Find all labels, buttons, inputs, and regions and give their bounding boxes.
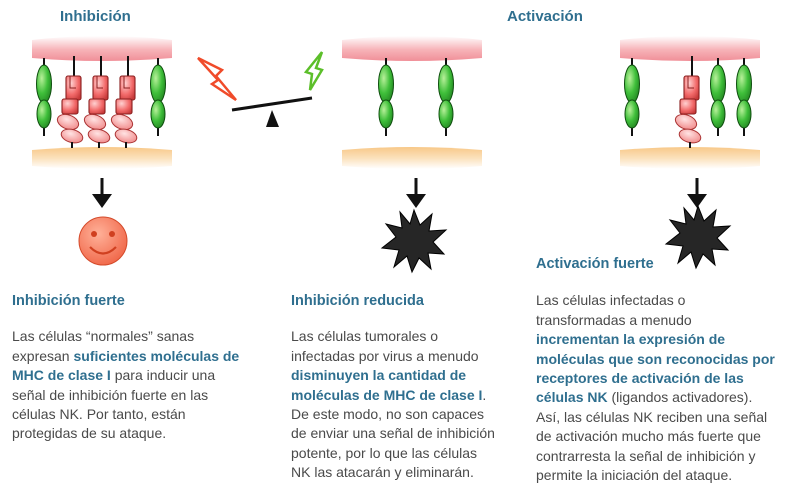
target-cell-membrane xyxy=(342,147,482,169)
target-cell-membrane xyxy=(32,147,172,169)
activating-receptor xyxy=(149,57,167,137)
nk-cell-membrane xyxy=(32,36,172,61)
body-text: (ligandos activadores). Así, las células… xyxy=(536,389,768,484)
nk-cell-membrane xyxy=(342,36,482,61)
body-text: Las células “normales” sanas expresan xyxy=(12,328,195,364)
panel-strong-inhibition: Inhibición fuerte Las células “normales”… xyxy=(12,292,240,444)
activating-receptor xyxy=(735,57,753,137)
body-text: para inducir una señal de inhibición fue… xyxy=(12,367,216,442)
inhibitory-receptor xyxy=(672,55,704,149)
lightning-bolt-icon xyxy=(303,51,324,91)
activating-receptor xyxy=(377,57,395,137)
panel-body: Las células infectadas o transformadas a… xyxy=(536,291,776,485)
inhibitory-receptor xyxy=(81,55,113,149)
body-text: Las células infectadas o transformadas a… xyxy=(536,292,692,328)
panel1-cell-interaction xyxy=(32,36,172,169)
body-emphasis: incrementan la expresión de moléculas qu… xyxy=(536,331,775,406)
down-arrow-icon xyxy=(90,176,114,210)
activating-receptor xyxy=(35,57,53,137)
panel-strong-activation: Activación fuerte Las células infectadas… xyxy=(536,255,776,485)
down-arrow-icon xyxy=(404,176,428,210)
body-emphasis: disminuyen la cantidad de moléculas de M… xyxy=(291,367,483,403)
nk-cell-membrane xyxy=(620,36,760,61)
panel-body: Las células “normales” sanas expresan su… xyxy=(12,327,240,443)
inhibitory-receptor xyxy=(54,55,86,149)
header-activation: Activación xyxy=(507,8,583,25)
panel-title: Activación fuerte xyxy=(536,256,654,272)
inhibitory-receptor xyxy=(108,55,140,149)
panel2-cell-interaction xyxy=(342,36,482,169)
activating-receptor xyxy=(437,57,455,137)
panel-title: Inhibición fuerte xyxy=(12,293,125,309)
smiley-face-icon xyxy=(78,216,128,266)
panel3-cell-interaction xyxy=(620,36,760,169)
body-emphasis: suficientes moléculas de MHC de clase I xyxy=(12,347,240,384)
target-cell-membrane xyxy=(620,147,760,169)
body-text: Las células tumorales o infectadas por v… xyxy=(291,328,479,364)
panel-title: Inhibición reducida xyxy=(291,293,424,309)
lightning-bolt-icon xyxy=(197,56,237,102)
header-inhibition: Inhibición xyxy=(60,8,131,25)
balance-scale-icon xyxy=(231,96,313,127)
body-text: . De este modo, no son capaces de enviar… xyxy=(291,386,495,481)
panel-body: Las células tumorales o infectadas por v… xyxy=(291,327,496,482)
activating-receptor xyxy=(623,57,641,137)
down-arrow-icon xyxy=(685,176,709,210)
panel-reduced-inhibition: Inhibición reducida Las células tumorale… xyxy=(291,292,496,483)
activating-receptor xyxy=(709,57,727,137)
explosion-burst-icon xyxy=(381,209,447,273)
